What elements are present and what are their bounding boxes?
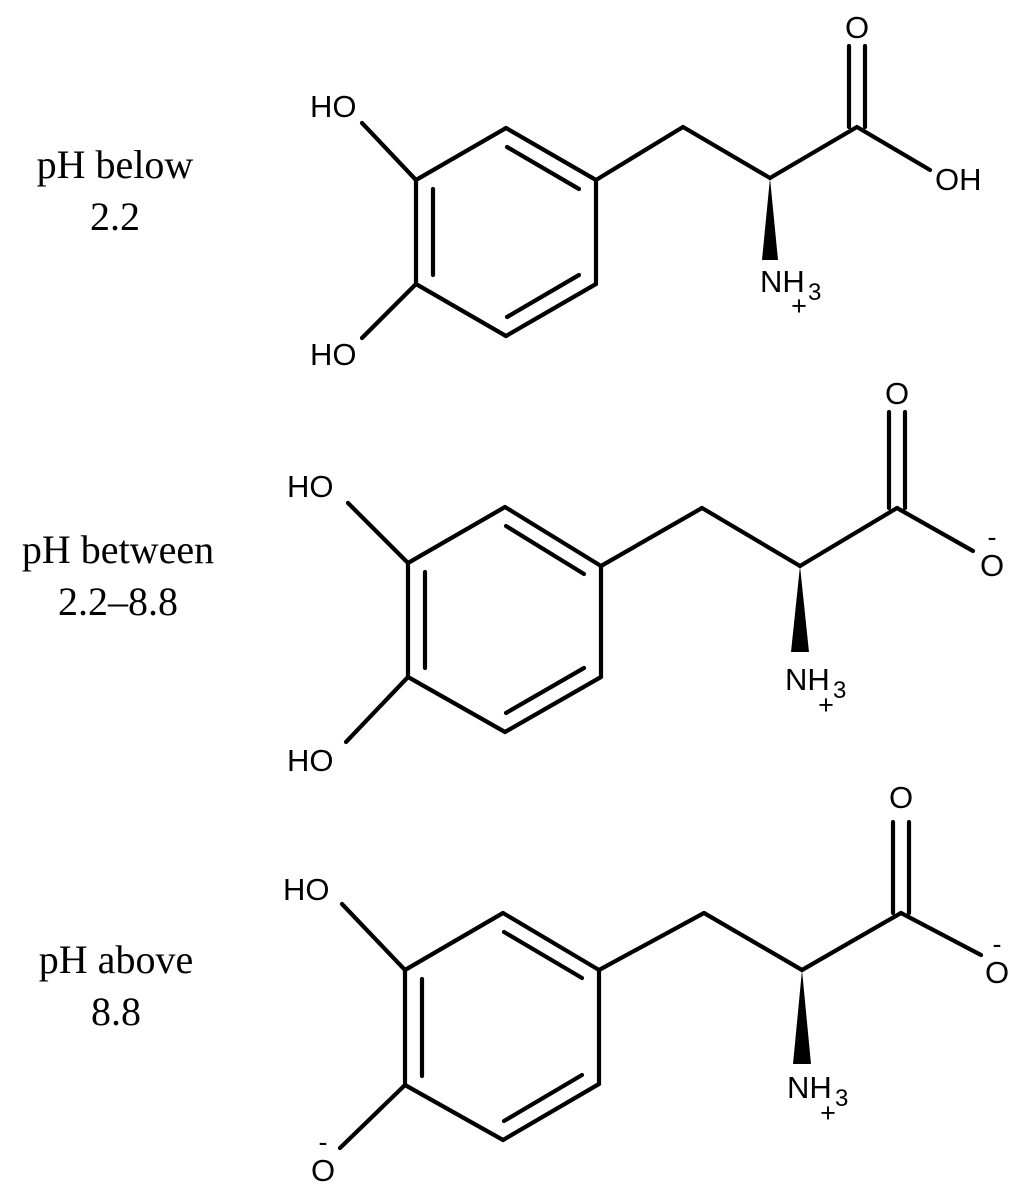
phenoxide-oxygen-label: O	[311, 1153, 335, 1188]
amine-label: NH	[785, 662, 830, 697]
amine-label: NH	[760, 264, 805, 299]
condition-label-line1: pH below	[37, 142, 194, 187]
condition-label-line2: 2.2	[90, 194, 140, 239]
molecule-bonds	[343, 409, 976, 745]
condition-label-line1: pH above	[39, 937, 193, 982]
carboxylate-oxygen-label: O	[980, 548, 1004, 583]
amine-subscript: 3	[808, 279, 821, 306]
structure-mid-ph: pH between 2.2–8.8 HO HO O O - NH	[22, 376, 1004, 778]
condition-label-line2: 8.8	[91, 989, 141, 1034]
carboxylate-charge: -	[993, 929, 1002, 959]
phenol-bottom-label: HO	[310, 337, 357, 372]
carboxylate-oxygen-label: O	[985, 955, 1009, 990]
amine-subscript: 3	[833, 677, 846, 704]
amine-charge: +	[791, 291, 807, 321]
structure-high-ph: pH above 8.8 HO O - O O - NH	[39, 780, 1009, 1188]
amine-label: NH	[787, 1070, 832, 1105]
phenol-bottom-label: HO	[287, 743, 334, 778]
acid-group-label: OH	[935, 162, 982, 197]
structure-low-ph: pH below 2.2 HO HO	[37, 10, 982, 372]
condition-label-line2: 2.2–8.8	[58, 579, 178, 624]
phenol-top-label: HO	[287, 469, 334, 504]
condition-label-line1: pH between	[22, 527, 214, 572]
phenol-top-label: HO	[283, 872, 330, 907]
carbonyl-oxygen-label: O	[889, 780, 913, 815]
amine-subscript: 3	[835, 1085, 848, 1112]
amine-charge: +	[820, 1098, 836, 1128]
carboxylate-charge: -	[988, 522, 997, 552]
phenol-top-label: HO	[310, 89, 357, 124]
molecule-bonds	[359, 43, 933, 341]
carbonyl-oxygen-label: O	[845, 10, 869, 45]
molecule-bonds	[337, 819, 984, 1151]
carbonyl-oxygen-label: O	[885, 376, 909, 411]
amine-charge: +	[818, 690, 834, 720]
phenoxide-charge: -	[319, 1127, 328, 1157]
